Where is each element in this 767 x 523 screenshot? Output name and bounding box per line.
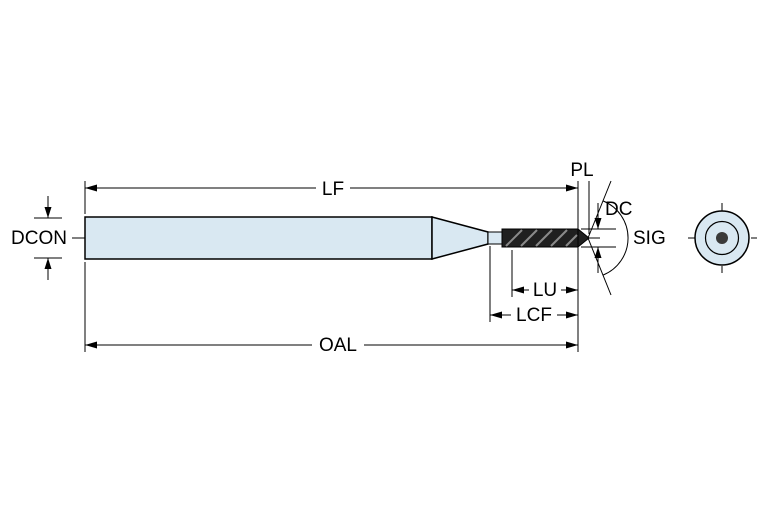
flute-spiral-line [535, 229, 553, 247]
drill-shank [84, 216, 433, 260]
dc-arrowhead-up [594, 247, 602, 258]
lu-arrowhead-left [512, 286, 524, 294]
lcf-arrowhead-right [566, 311, 578, 319]
end-view-inner-circle [704, 220, 740, 256]
dc-arrowhead-down [594, 218, 602, 229]
sig-angle-arc [602, 200, 629, 276]
drill-point-tip [577, 227, 590, 249]
label-lcf: LCF [516, 305, 552, 326]
end-view-center-core [716, 232, 728, 244]
drill-neck [487, 231, 503, 245]
label-lu: LU [533, 280, 557, 301]
label-sig: SIG [633, 228, 666, 249]
label-dc: DC [605, 199, 632, 220]
dimension-oal: OAL [84, 262, 578, 356]
dimension-pl: PL [570, 160, 594, 234]
flute-spiral-line [505, 229, 523, 247]
dimension-dc: DC [581, 199, 632, 273]
lf-arrowhead-left [85, 184, 97, 192]
drill-body [84, 216, 590, 260]
dimension-sig: SIG [587, 180, 666, 296]
label-dcon: DCON [11, 228, 67, 249]
sig-ray-lower [587, 237, 612, 296]
oal-arrowhead-left [85, 341, 97, 349]
label-pl: PL [570, 160, 593, 181]
flute-spiral-line [520, 229, 538, 247]
dimension-lf: LF [84, 179, 579, 229]
lu-arrowhead-right [566, 286, 578, 294]
sig-ray-upper [587, 180, 612, 239]
dimension-lu: LU [511, 247, 579, 352]
lf-arrowhead-right [566, 184, 578, 192]
label-lf: LF [322, 179, 344, 200]
flute-spiral-line [550, 229, 568, 247]
drill-taper [431, 216, 489, 260]
dcon-arrowhead-up [44, 258, 52, 269]
label-oal: OAL [319, 335, 357, 356]
oal-arrowhead-right [566, 341, 578, 349]
dimension-dcon: DCON [11, 196, 67, 280]
flute-spiral-line [565, 234, 578, 247]
drill-end-view [688, 203, 757, 273]
lcf-arrowhead-left [490, 311, 502, 319]
dimension-lcf: LCF [489, 246, 578, 326]
dcon-arrowhead-down [44, 207, 52, 218]
